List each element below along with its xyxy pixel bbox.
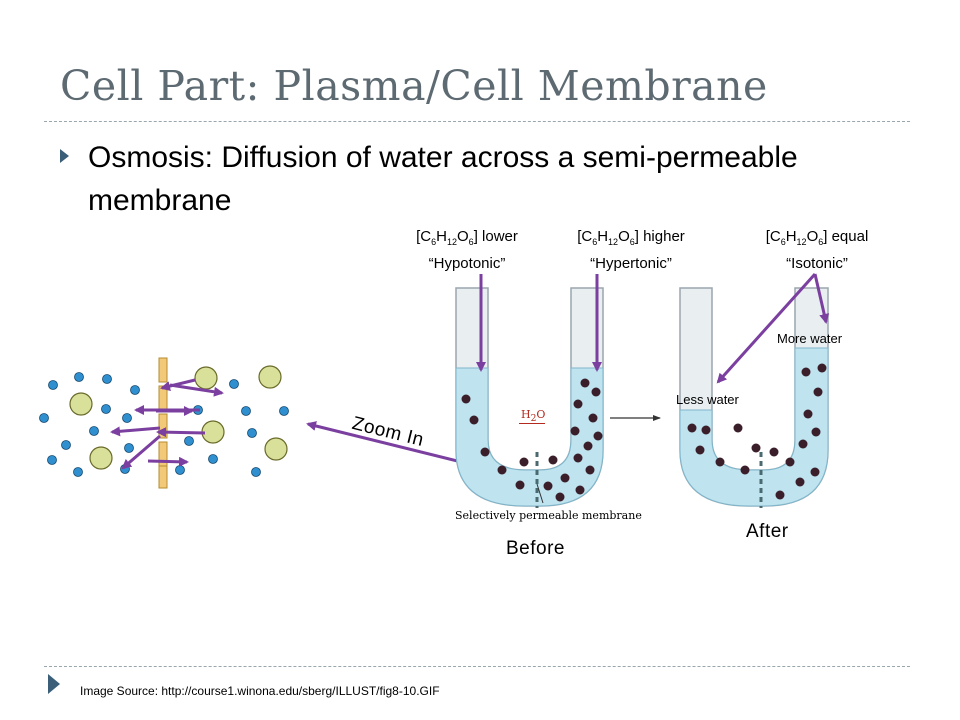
h2o-label: H2O: [521, 408, 546, 425]
footer-marker-icon: [48, 674, 60, 694]
membrane-pointer: [536, 483, 544, 504]
label-hypertonic: [C6H12O6] higher “Hypertonic”: [556, 226, 706, 274]
label-hypotonic: [C6H12O6] lower “Hypotonic”: [392, 226, 542, 274]
u-tube-before: [455, 287, 661, 508]
more-water-label: More water: [777, 331, 843, 346]
label-hypertonic-name: “Hypertonic”: [590, 255, 672, 272]
after-label: After: [746, 521, 789, 542]
slide-title: Cell Part: Plasma/Cell Membrane: [60, 62, 768, 110]
less-water-label: Less water: [676, 392, 739, 407]
footer-divider: [44, 666, 910, 667]
h2o-arrow: [519, 423, 545, 424]
solute-particles-before: [461, 378, 603, 502]
title-divider: [44, 121, 910, 122]
label-isotonic: [C6H12O6] equal “Isotonic”: [742, 226, 892, 274]
label-pointer-arrows: [476, 272, 830, 384]
bullet-text: Osmosis: Diffusion of water across a sem…: [88, 141, 798, 217]
before-label: Before: [506, 538, 565, 559]
small-water-molecules: [39, 372, 289, 477]
bullet-arrow-icon: [60, 149, 69, 163]
solute-particles-after: [687, 363, 827, 500]
image-source: Image Source: http://course1.winona.edu/…: [80, 684, 440, 698]
label-hypotonic-name: “Hypotonic”: [428, 255, 506, 272]
label-isotonic-name: “Isotonic”: [786, 255, 848, 272]
membrane-caption: Selectively permeable membrane: [455, 509, 642, 522]
membrane-channel-bars: [158, 357, 168, 489]
u-tube-after: [679, 287, 829, 508]
large-solute-molecules: [69, 365, 288, 470]
zoomed-membrane-view: [39, 357, 289, 489]
water-flow-arrows: [110, 378, 224, 470]
